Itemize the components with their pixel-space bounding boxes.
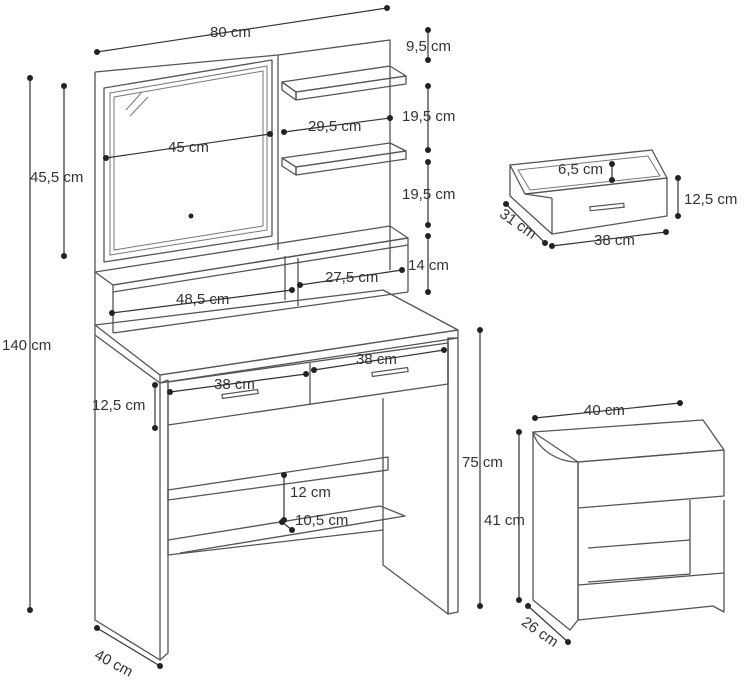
stool	[532, 419, 725, 631]
label-shelf-gap-upper: 19,5 cm	[402, 108, 455, 125]
label-mirror-width: 45 cm	[168, 139, 209, 156]
label-lower-shelf-depth: 10,5 cm	[295, 512, 348, 529]
dimension-lines	[27, 5, 683, 669]
label-loose-drawer-inner-height: 6,5 cm	[558, 161, 603, 178]
left-side-panel	[94, 335, 161, 661]
label-stool-width: 40 cm	[584, 402, 625, 419]
label-desk-height: 75 cm	[462, 454, 503, 471]
label-drawer-right-width: 38 cm	[356, 351, 397, 368]
label-drawer-height: 12,5 cm	[92, 397, 145, 414]
drawer-left-handle-icon	[221, 388, 259, 400]
label-stool-height: 41 cm	[484, 512, 525, 529]
loose-drawer	[509, 149, 668, 235]
loose-drawer-handle-icon	[589, 202, 625, 212]
right-side-panel	[447, 337, 459, 615]
label-lower-shelf-gap: 12 cm	[290, 484, 331, 501]
label-desk-depth: 40 cm	[92, 646, 136, 680]
label-cubby-left-width: 48,5 cm	[176, 291, 229, 308]
dressing-table	[94, 39, 459, 661]
label-cubby-right-width: 27,5 cm	[325, 269, 378, 286]
mirror-touch-switch-icon	[188, 213, 194, 219]
drawer-right-handle-icon	[371, 366, 409, 378]
label-total-height: 140 cm	[2, 337, 51, 354]
lower-shelf	[167, 425, 406, 556]
label-mirror-height: 45,5 cm	[30, 169, 83, 186]
label-stool-depth: 26 cm	[518, 614, 561, 651]
led-mirror	[103, 59, 273, 263]
label-shelf-gap-lower: 19,5 cm	[402, 186, 455, 203]
label-drawer-left-width: 38 cm	[214, 376, 255, 393]
label-shelf-width: 29,5 cm	[308, 118, 361, 135]
label-loose-drawer-depth: 31 cm	[496, 205, 539, 242]
side-shelves	[281, 65, 407, 176]
label-cubby-height: 14 cm	[408, 257, 449, 274]
dimension-labels: 80 cm 9,5 cm 19,5 cm 19,5 cm 14 cm 45,5 …	[2, 24, 737, 681]
label-shelf-gap-top: 9,5 cm	[406, 38, 451, 55]
desk-drawers	[167, 342, 449, 426]
label-loose-drawer-width: 38 cm	[594, 232, 635, 249]
label-loose-drawer-height: 12,5 cm	[684, 191, 737, 208]
label-total-width: 80 cm	[210, 24, 251, 41]
hutch-back-panel	[94, 39, 391, 270]
